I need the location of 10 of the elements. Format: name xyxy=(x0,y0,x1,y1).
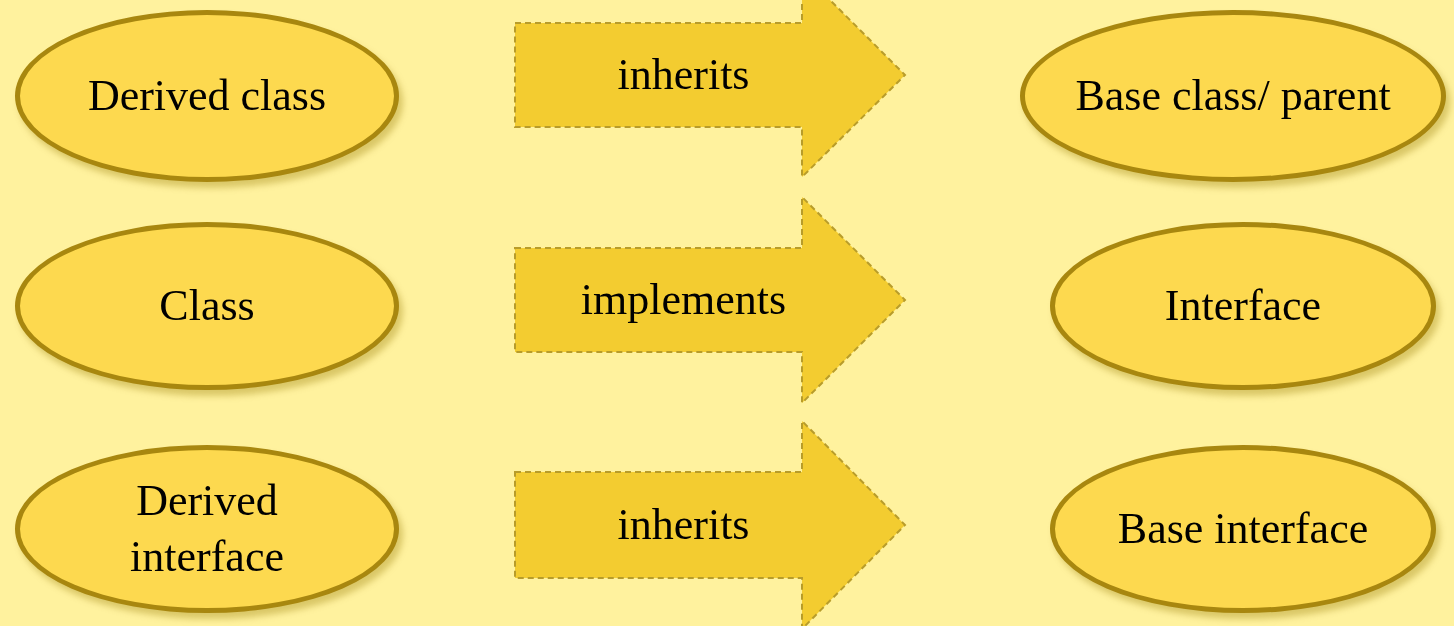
node-label: Interface xyxy=(1164,280,1322,332)
node-label: Derived class xyxy=(87,70,327,122)
edge-label: inherits xyxy=(617,49,750,101)
node-label: Class xyxy=(159,280,255,332)
node-label: Base class/ parent xyxy=(1075,70,1391,122)
node-label: Derived interface xyxy=(129,475,285,583)
edge-label: implements xyxy=(580,274,787,326)
node-label: Base interface xyxy=(1117,503,1369,555)
edge-label: inherits xyxy=(617,499,750,551)
block-arrow xyxy=(514,194,907,406)
